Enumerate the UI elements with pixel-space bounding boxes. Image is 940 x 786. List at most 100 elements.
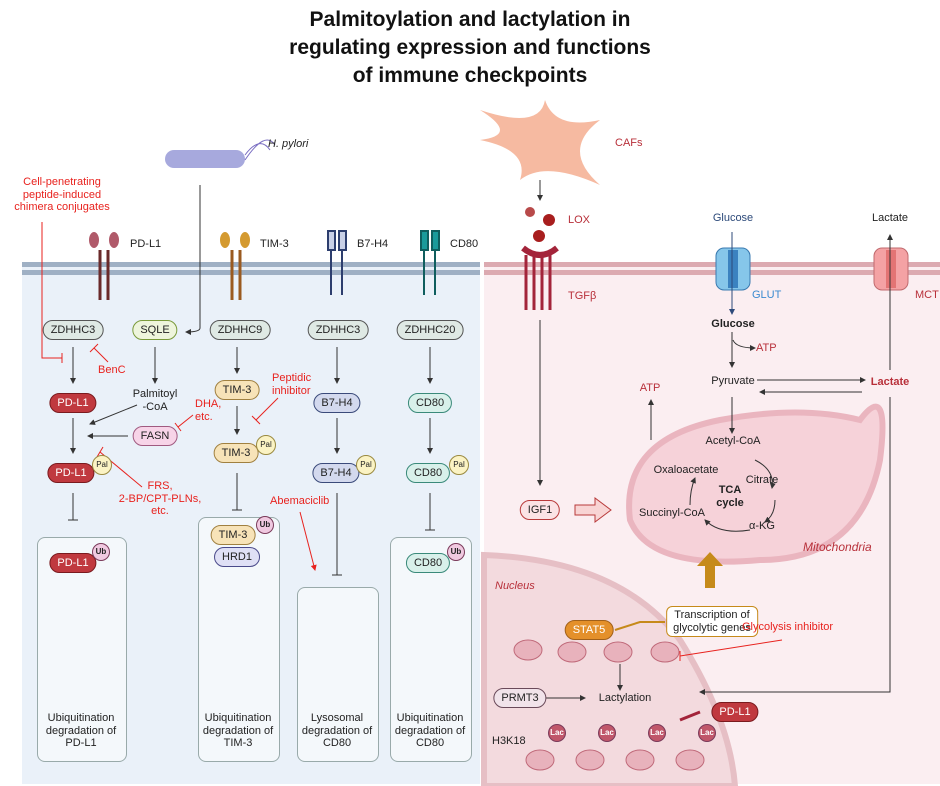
lac-badge: Lac — [648, 724, 666, 742]
caption-line: PD-L1 — [65, 737, 97, 750]
title-line: regulating expression and functions — [289, 36, 651, 59]
glucose-outside-label: Glucose — [712, 212, 754, 224]
title-line: Palmitoylation and lactylation in — [309, 8, 631, 31]
label-line: inhibitor — [272, 384, 311, 397]
prmt3-pill: PRMT3 — [493, 688, 547, 708]
zdhhc9-pill: ZDHHC9 — [209, 320, 271, 340]
benc-label: BenC — [98, 364, 126, 376]
figure-title: Palmitoylation and lactylation in regula… — [289, 6, 651, 90]
label-line: etc. — [195, 410, 213, 423]
hrd1-pill: HRD1 — [214, 547, 260, 567]
lac-badge: Lac — [548, 724, 566, 742]
caption-line: TIM-3 — [223, 737, 253, 750]
igf1-arrow — [574, 497, 612, 523]
lox-label: LOX — [568, 214, 591, 226]
caption-line: Lysosomal — [310, 712, 364, 724]
igf1-pill: IGF1 — [519, 500, 561, 520]
atp-label: ATP — [756, 342, 777, 354]
frs-label: FRS,2-BP/CPT-PLNs,etc. — [119, 480, 202, 518]
tgfb-receptor — [521, 245, 559, 310]
cd80-receptor — [420, 230, 440, 295]
caption-line: CD80 — [322, 737, 352, 750]
tgfb-label: TGFβ — [568, 290, 597, 302]
dha-label: DHA,etc. — [195, 398, 221, 423]
right-membrane — [484, 262, 940, 275]
pal-badge: Pal — [256, 435, 276, 455]
left-membrane — [22, 262, 480, 275]
caption-line: Ubiquitination — [396, 712, 464, 724]
succinyl-coa-label: Succinyl-CoA — [638, 507, 706, 519]
caption-line: Ubiquitination — [204, 712, 272, 724]
label-line: chimera conjugates — [14, 201, 110, 214]
caf-fibroblast — [480, 100, 600, 185]
receptor-label-pd-l1: PD-L1 — [130, 238, 162, 250]
glucose-inside-label: Glucose — [711, 318, 755, 330]
stat5-pill: STAT5 — [564, 620, 614, 640]
pd-l1-ub-pill: PD-L1 — [49, 553, 97, 573]
label-line: Transcription of — [674, 609, 750, 621]
caption-line: degradation of — [202, 724, 274, 737]
sqle-pill: SQLE — [132, 320, 178, 340]
akg-label: α-KG — [749, 520, 775, 532]
receptor-label-b7-h4: B7-H4 — [357, 238, 389, 250]
acetyl-coa-label: Acetyl-CoA — [705, 435, 761, 447]
h-pylori-label: H. pylori — [268, 138, 309, 150]
lactate-inside-label: Lactate — [870, 376, 910, 388]
pal-badge: Pal — [449, 455, 469, 475]
caption-line: Ubiquitination — [47, 712, 115, 724]
nucleosomes — [513, 639, 705, 771]
pd-l1-degradation-box — [37, 537, 127, 762]
cafs-label: CAFs — [615, 137, 643, 149]
pd-l1-pill: PD-L1 — [49, 393, 97, 413]
tim-3-pill: TIM-3 — [214, 380, 260, 400]
b7-h4-lysosome-box — [297, 587, 379, 762]
label-line: Peptidic — [272, 372, 312, 384]
abemaciclib-label: Abemaciclib — [270, 495, 330, 507]
caption-line: degradation of — [394, 724, 466, 737]
title-line: of immune checkpoints — [352, 64, 588, 87]
ub-badge: Ub — [92, 543, 110, 561]
label-line: Cell-penetrating — [23, 176, 101, 188]
lactylation-label: Lactylation — [598, 692, 652, 704]
label-line: Palmitoyl — [132, 388, 178, 400]
ub-badge: Ub — [256, 516, 274, 534]
label-line: -CoA — [142, 400, 168, 413]
caption-line: degradation of — [45, 724, 117, 737]
b7-h4-pal-pill: B7-H4 — [312, 463, 360, 483]
pd-l1-pill: PD-L1 — [711, 702, 759, 722]
label-line: TCA — [718, 484, 742, 496]
cd80-pal-pill: CD80 — [405, 463, 451, 483]
label-line: etc. — [151, 505, 169, 518]
caption-line: degradation of — [301, 724, 373, 737]
zdhhc3-pill: ZDHHC3 — [307, 320, 369, 340]
caption-line: CD80 — [415, 737, 445, 750]
label-line: glycolytic genes — [673, 621, 751, 634]
transcription-arrow — [697, 552, 723, 588]
lac-badge: Lac — [598, 724, 616, 742]
nucleus-shape — [481, 551, 739, 786]
pyruvate-label: Pyruvate — [711, 375, 755, 387]
b7-h4-receptor — [327, 230, 347, 295]
fasn-pill: FASN — [132, 426, 178, 446]
glycolysis-inhibitor-label: Glycolysis inhibitor — [742, 621, 834, 633]
palmitoyl-coa-label: Palmitoyl-CoA — [133, 388, 178, 413]
citrate-label: Citrate — [745, 474, 779, 486]
cd80-degradation-box — [390, 537, 472, 762]
glut-transporter — [715, 247, 751, 291]
lox-particles — [525, 207, 555, 242]
mitochondria-label: Mitochondria — [803, 540, 872, 554]
label-line: DHA, — [195, 398, 222, 410]
tim-3-receptor — [220, 232, 250, 300]
oxaloacetate-label: Oxaloacetate — [653, 464, 719, 476]
receptor-label-tim-3: TIM-3 — [260, 238, 289, 250]
b7-h4-pill: B7-H4 — [313, 393, 361, 413]
ub-badge: Ub — [447, 543, 465, 561]
lac-badge: Lac — [698, 724, 716, 742]
label-line: 2-BP/CPT-PLNs, — [118, 492, 202, 505]
nucleus-label: Nucleus — [495, 580, 535, 592]
cd80-pill: CD80 — [407, 393, 453, 413]
atp-label: ATP — [639, 382, 661, 394]
